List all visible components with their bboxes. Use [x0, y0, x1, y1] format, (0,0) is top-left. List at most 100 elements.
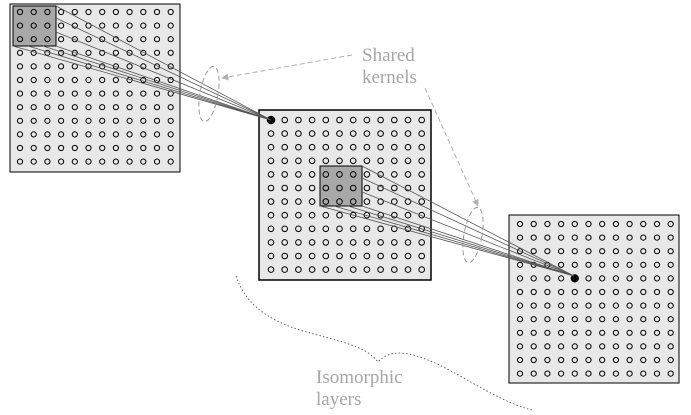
output-layer-node [544, 329, 551, 336]
hidden-layer-node [336, 116, 343, 124]
hidden-layer-node [349, 225, 357, 233]
node-grids [16, 8, 674, 377]
hidden-layer-node [295, 266, 302, 273]
input-layer-node [99, 22, 106, 29]
shared-kernel-ellipse-2 [462, 206, 484, 264]
input-layer-node [167, 144, 174, 152]
hidden-layer-node [336, 157, 343, 165]
output-layer-node [626, 234, 633, 241]
input-layer-node [71, 76, 78, 84]
hidden-layer-node [391, 211, 398, 219]
input-layer-node [99, 8, 106, 16]
hidden-layer-node [391, 171, 398, 178]
input-layer-node [71, 104, 78, 111]
input-layer-node [44, 158, 51, 165]
output-layer-node [640, 329, 647, 336]
input-layer-node [167, 8, 174, 16]
hidden-layer-node [418, 116, 426, 124]
input-layer-node [153, 22, 161, 29]
output-layer-node [516, 302, 524, 309]
input-layer-node [85, 90, 92, 97]
input-layer-node [140, 104, 147, 111]
input-layer-node [140, 36, 147, 43]
input-layer-node [99, 49, 106, 56]
output-layer-node [667, 316, 674, 323]
hidden-layer-node [308, 252, 316, 260]
input-layer-node [126, 131, 133, 138]
input-layer-node [112, 22, 120, 29]
hidden-layer-node [322, 211, 330, 219]
output-layer-node [626, 356, 633, 364]
output-layer-node [585, 275, 592, 282]
output-layer-node [640, 356, 647, 364]
input-layer-node [112, 63, 120, 70]
input-layer-node [112, 158, 120, 165]
output-layer-node [516, 356, 524, 364]
output-layer-node [516, 248, 524, 255]
hidden-layer-node [267, 171, 275, 178]
output-layer-node [571, 220, 578, 228]
output-layer-node [516, 234, 524, 241]
output-layer-node [585, 356, 592, 364]
hidden-layer-node [308, 157, 316, 165]
hidden-layer-node [336, 130, 343, 137]
output-layer-node [571, 288, 578, 296]
output-layer-node [599, 302, 606, 309]
input-layer-node [58, 144, 65, 152]
input-layer-node [44, 144, 51, 152]
output-layer-node [558, 288, 565, 296]
output-layer-node [612, 275, 620, 282]
hidden-layer-node [363, 130, 371, 137]
input-layer-node [85, 104, 92, 111]
output-layer-node [653, 248, 661, 255]
hidden-layer-node [267, 143, 275, 151]
hidden-layer-node [336, 225, 343, 233]
input-layer-node [112, 144, 120, 152]
output-layer-node [640, 234, 647, 241]
output-layer-node [599, 261, 606, 268]
input-layer-node [16, 144, 24, 152]
output-layer-node [571, 316, 578, 323]
hidden-layer-node [322, 143, 330, 151]
output-layer-node [667, 302, 674, 309]
output-layer-node [516, 288, 524, 296]
hidden-layer-node [349, 266, 357, 273]
hidden-layer-node [349, 157, 357, 165]
output-layer-node [558, 356, 565, 364]
input-layer-node [153, 158, 161, 165]
hidden-layer-node [322, 225, 330, 233]
hidden-layer-node [295, 184, 302, 192]
output-layer-node [544, 356, 551, 364]
hidden-layer-node [418, 239, 426, 246]
hidden-layer-node [308, 116, 316, 124]
output-layer-node [544, 370, 551, 377]
output-layer-node [544, 275, 551, 282]
hidden-layer-node [391, 225, 398, 233]
output-layer-node [653, 356, 661, 364]
hidden-layer-node [308, 266, 316, 273]
input-layer-node [126, 49, 133, 56]
hidden-layer-node [377, 198, 384, 205]
output-layer-node [612, 288, 620, 296]
hidden-layer-node [391, 184, 398, 192]
output-layer-node [530, 288, 537, 296]
output-layer-node [667, 220, 674, 228]
input-layer-node [126, 8, 133, 16]
output-layer-node [571, 343, 578, 350]
hidden-layer-node [391, 130, 398, 137]
input-layer-node [99, 131, 106, 138]
output-layer-node [612, 248, 620, 255]
hidden-layer-node [377, 266, 384, 273]
input-layer-node [30, 117, 37, 124]
output-layer-node [599, 275, 606, 282]
input-layer-node [58, 90, 65, 97]
output-layer-node [516, 220, 524, 228]
output-layer-node [516, 329, 524, 336]
output-layer-node [544, 302, 551, 309]
input-layer-node [85, 131, 92, 138]
input-layer-node [99, 104, 106, 111]
input-layer-node [153, 104, 161, 111]
output-layer-node [558, 248, 565, 255]
hidden-layer-node [295, 116, 302, 124]
hidden-layer-node [349, 130, 357, 137]
